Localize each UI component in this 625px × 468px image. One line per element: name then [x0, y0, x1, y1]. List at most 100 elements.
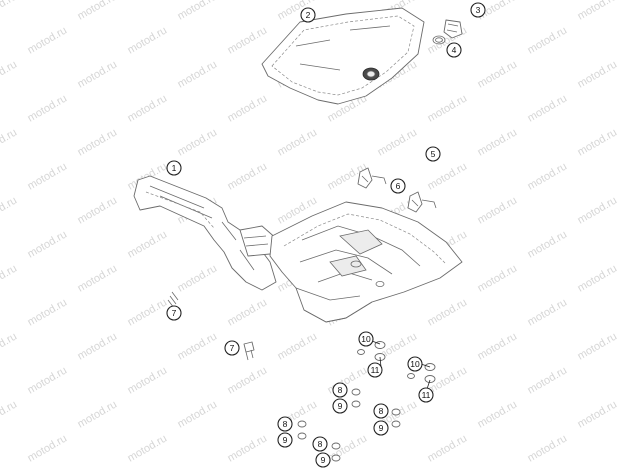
- watermark-text: motod.ru: [526, 296, 570, 328]
- watermark-text: motod.ru: [0, 0, 19, 23]
- watermark-text: motod.ru: [126, 296, 170, 328]
- watermark-text: motod.ru: [0, 262, 19, 294]
- callout-7-lower: 7: [224, 340, 240, 356]
- callout-1: 1: [166, 160, 182, 176]
- watermark-text: motod.ru: [426, 160, 470, 192]
- watermark-text: motod.ru: [226, 92, 270, 124]
- part-bracket-right: [407, 191, 437, 213]
- watermark-text: motod.ru: [476, 262, 520, 294]
- watermark-text: motod.ru: [576, 398, 620, 430]
- part-skid-plate: [269, 201, 463, 323]
- callout-11-left: 11: [367, 362, 383, 378]
- watermark-text: motod.ru: [126, 24, 170, 56]
- callout-2: 2: [300, 7, 316, 23]
- watermark-text: motod.ru: [226, 432, 270, 464]
- callout-3: 3: [470, 2, 486, 18]
- watermark-text: motod.ru: [176, 0, 220, 23]
- watermark-text: motod.ru: [526, 24, 570, 56]
- watermark-text: motod.ru: [0, 58, 19, 90]
- part-fastener-stack-right: [407, 363, 436, 383]
- watermark-text: motod.ru: [0, 398, 19, 430]
- callout-8-c: 8: [277, 416, 293, 432]
- svg-text:8: 8: [283, 419, 288, 429]
- watermark-text: motod.ru: [126, 432, 170, 464]
- watermark-text: motod.ru: [276, 126, 320, 158]
- watermark-text: motod.ru: [576, 58, 620, 90]
- watermark-text: motod.ru: [476, 194, 520, 226]
- callout-9-a: 9: [332, 398, 348, 414]
- svg-text:3: 3: [476, 5, 481, 15]
- watermark-text: motod.ru: [476, 398, 520, 430]
- callout-9-d: 9: [315, 452, 331, 468]
- watermark-text: motod.ru: [76, 126, 120, 158]
- callout-8-a: 8: [332, 382, 348, 398]
- callout-7-upper: 7: [166, 305, 182, 321]
- watermark-text: motod.ru: [476, 58, 520, 90]
- watermark-text: motod.ru: [126, 92, 170, 124]
- svg-text:8: 8: [338, 385, 343, 395]
- watermark-text: motod.ru: [426, 92, 470, 124]
- part-washer-set: [297, 388, 401, 462]
- watermark-text: motod.ru: [526, 364, 570, 396]
- callout-10-left: 10: [358, 331, 374, 347]
- svg-text:2: 2: [306, 10, 311, 20]
- callout-4: 4: [446, 42, 462, 58]
- watermark-text: motod.ru: [176, 58, 220, 90]
- svg-text:11: 11: [422, 390, 431, 400]
- watermark-text: motod.ru: [426, 432, 470, 464]
- watermark-text: motod.ru: [126, 364, 170, 396]
- watermark-text: motod.ru: [526, 92, 570, 124]
- watermark-text: motod.ru: [126, 228, 170, 260]
- svg-text:5: 5: [431, 149, 436, 159]
- watermark-text: motod.ru: [476, 126, 520, 158]
- svg-text:9: 9: [321, 455, 326, 465]
- watermark-text: motod.ru: [176, 262, 220, 294]
- part-bracket-left: [357, 167, 387, 189]
- watermark-text: motod.ru: [376, 126, 420, 158]
- watermark-text: motod.ru: [26, 364, 70, 396]
- svg-text:9: 9: [283, 435, 288, 445]
- watermark-text: motod.ru: [76, 0, 120, 23]
- watermark-text: motod.ru: [226, 160, 270, 192]
- callout-9-b: 9: [373, 420, 389, 436]
- watermark-text: motod.ru: [576, 126, 620, 158]
- svg-text:11: 11: [371, 365, 380, 375]
- watermark-text: motod.ru: [76, 194, 120, 226]
- watermark-text: motod.ru: [526, 432, 570, 464]
- watermark-text: motod.ru: [576, 262, 620, 294]
- svg-text:9: 9: [338, 401, 343, 411]
- part-o-ring: [432, 35, 446, 45]
- svg-text:6: 6: [396, 181, 401, 191]
- watermark-text: motod.ru: [76, 330, 120, 362]
- part-main-frame: [133, 175, 279, 291]
- watermark-text: motod.ru: [26, 432, 70, 464]
- watermark-text: motod.ru: [176, 398, 220, 430]
- svg-text:1: 1: [172, 163, 177, 173]
- callout-11-right: 11: [418, 387, 434, 403]
- watermark-text: motod.ru: [76, 58, 120, 90]
- watermark-text: motod.ru: [226, 296, 270, 328]
- svg-text:7: 7: [230, 343, 235, 353]
- watermark-text: motod.ru: [276, 330, 320, 362]
- svg-text:8: 8: [379, 406, 384, 416]
- svg-text:10: 10: [361, 334, 371, 344]
- watermark-text: motod.ru: [526, 160, 570, 192]
- svg-text:9: 9: [379, 423, 384, 433]
- watermark-text: motod.ru: [0, 126, 19, 158]
- svg-text:4: 4: [452, 45, 457, 55]
- part-cover-plate: [261, 7, 425, 105]
- watermark-text: motod.ru: [26, 228, 70, 260]
- part-cap: [443, 19, 463, 39]
- callout-5: 5: [425, 146, 441, 162]
- svg-text:7: 7: [172, 308, 177, 318]
- callout-6: 6: [390, 178, 406, 194]
- watermark-text: motod.ru: [26, 296, 70, 328]
- watermark-text: motod.ru: [226, 24, 270, 56]
- watermark-text: motod.ru: [26, 160, 70, 192]
- watermark-text: motod.ru: [176, 126, 220, 158]
- watermark-text: motod.ru: [526, 228, 570, 260]
- callout-layer: 2 3 4 1 5 6 7 7 10 11 10 11 8 9 8 9 8 9 …: [166, 2, 486, 468]
- watermark-text: motod.ru: [576, 0, 620, 23]
